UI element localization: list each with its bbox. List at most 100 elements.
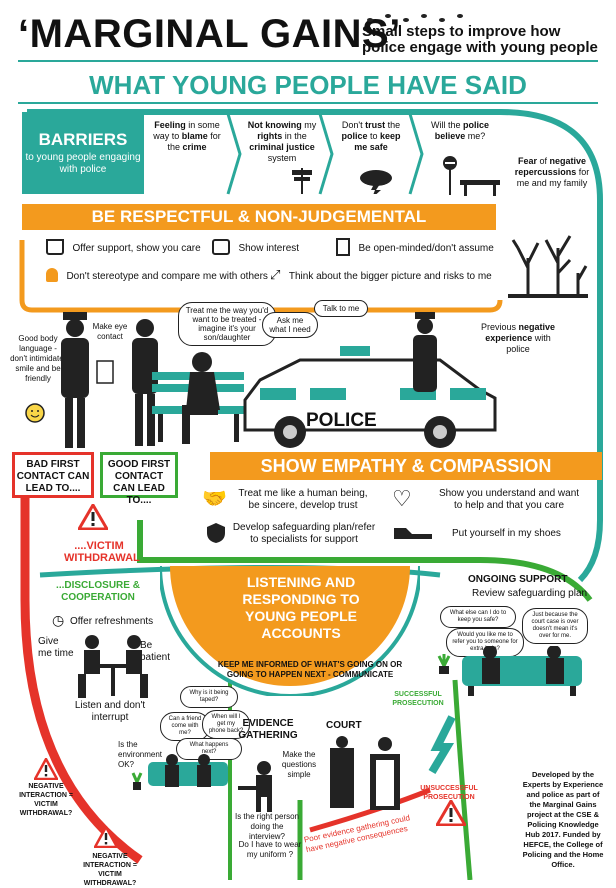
body-language-text: Good body language - don't intimidate, s…: [10, 334, 66, 383]
respectful-item-bigpicture: ⤢ Think about the bigger picture and ris…: [270, 266, 492, 282]
sofa-scene-figure: [462, 646, 582, 696]
barrier-item-believe: Will the police believe me?: [430, 120, 490, 141]
ongoing-title: ONGOING SUPPORT: [468, 574, 568, 585]
respectful-panel: Offer support, show you care Show intere…: [40, 234, 500, 294]
storm-cloud-icon: [360, 170, 392, 194]
respectful-item-interest: Show interest: [212, 238, 299, 256]
expand-icon: ⤢: [270, 266, 281, 282]
barrier-item-blame: Feeling in some way to blame for the cri…: [153, 120, 221, 152]
right-person-text: Is the right person doing the interview?: [234, 812, 300, 841]
heart-icon: ♡: [392, 486, 412, 511]
good-contact-box: GOOD FIRST CONTACT CAN LEAD TO....: [100, 452, 178, 506]
negative-interaction-1: NEGATIVE INTERACTION = VICTIM WITHDRAWAL…: [19, 783, 73, 817]
unsuccessful-prosecution: UNSUCCESSFUL PROSECUTION: [420, 785, 478, 801]
listen-text: Listen and don't interrupt: [74, 700, 146, 723]
police-officer-right-figure: [413, 312, 437, 392]
dead-trees-icon: [508, 235, 588, 298]
warning-icon: [78, 504, 108, 530]
evidence-bubble-phone: When will I get my phone back?: [202, 710, 250, 739]
young-person-figure: [132, 319, 158, 446]
bubble-ask: Ask me what I need: [262, 312, 318, 338]
ongoing-subtitle: Review safeguarding plan: [472, 588, 588, 599]
bubble-talk: Talk to me: [314, 300, 368, 317]
table-scene-figure: [78, 635, 148, 698]
person-icon: [46, 267, 58, 282]
uniform-text: Do I have to wear my uniform ?: [238, 840, 302, 859]
bubble-treat: Treat me the way you'd want to be treate…: [178, 302, 276, 346]
warning-icon-neg1: [34, 758, 58, 780]
give-me-time-text: Give me time: [38, 636, 74, 659]
be-patient-text: Be patient: [140, 640, 171, 663]
speech-icon: [212, 238, 230, 255]
barriers-title: BARRIERS: [38, 130, 128, 149]
negative-interaction-2: NEGATIVE INTERACTION = VICTIM WITHDRAWAL…: [83, 853, 137, 887]
respectful-item-stereotype: Don't stereotype and compare me with oth…: [46, 266, 268, 284]
page-title: ‘MARGINAL GAINS’: [18, 12, 401, 56]
disclosure-label: ...DISCLOSURE & COOPERATION: [56, 580, 140, 603]
respectful-item-openminded: Be open-minded/don't assume: [336, 238, 494, 256]
main-heading: WHAT YOUNG PEOPLE HAVE SAID: [89, 70, 527, 100]
door-icon: [336, 238, 350, 256]
victim-withdrawal-label: ....VICTIM WITHDRAWAL: [64, 540, 140, 564]
credits-text: Developed by the Experts by Experience a…: [522, 770, 604, 869]
interviewer-figure: [238, 761, 272, 812]
empathy-panel: 🤝 Treat me like a human being, be sincer…: [196, 484, 596, 554]
plant-icon: [437, 654, 451, 674]
court-title: COURT: [326, 720, 362, 731]
respectful-item-support: Offer support, show you care: [46, 238, 201, 256]
bad-contact-box: BAD FIRST CONTACT CAN LEAD TO....: [12, 452, 94, 498]
questions-text: Make the questions simple: [281, 750, 317, 779]
evidence-title: EVIDENCE GATHERING: [238, 718, 298, 741]
interview-sofa-figure: [148, 754, 228, 787]
shoes-icon: [392, 524, 434, 540]
empathy-banner: SHOW EMPATHY & COMPASSION: [210, 452, 602, 480]
footprints-icon: [367, 14, 463, 22]
header-rule: [18, 60, 598, 62]
signpost-icon: [292, 168, 312, 194]
listening-title: LISTENING AND RESPONDING TO YOUNG PEOPLE…: [242, 574, 360, 641]
barrier-item-rights: Not knowing my rights in the criminal ju…: [247, 120, 317, 163]
outcome-arrows: [428, 715, 456, 775]
handshake-icon: 🤝: [202, 488, 227, 510]
listening-semicircle: [160, 566, 420, 696]
ongoing-bubble-3: Just because the court case is over does…: [522, 608, 588, 644]
police-car-icon: [243, 346, 497, 448]
barrier-icon: [460, 180, 500, 196]
barrier-chevrons: [226, 113, 424, 195]
warning-icon-neg2: [94, 826, 118, 848]
shield-icon: [206, 522, 226, 544]
fear-text: Fear of negative repercussions for me an…: [514, 156, 590, 188]
police-officer-figure: [61, 312, 89, 448]
clock-icon: ◷: [52, 612, 65, 628]
empathy-item-understand: Show you understand and want to help and…: [438, 488, 580, 511]
empathy-item-shoes: Put yourself in my shoes: [452, 528, 561, 539]
evidence-bubble-taped: Why is it being taped?: [180, 686, 238, 708]
warning-icon-court: [436, 800, 466, 826]
environment-text: Is the environment OK?: [118, 740, 163, 769]
ongoing-bubble-1: What else can I do to keep you safe?: [440, 606, 516, 628]
empathy-title: SHOW EMPATHY & COMPASSION: [260, 456, 552, 476]
successful-prosecution: SUCCESSFUL PROSECUTION: [392, 691, 444, 707]
no-entry-icon: [443, 156, 457, 195]
paper-icon: [96, 360, 114, 384]
sitting-person-figure: [182, 352, 220, 444]
mug-icon: [46, 238, 64, 255]
barriers-box: BARRIERS to young people engaging with p…: [22, 112, 144, 194]
eye-contact-text: Make eye contact: [92, 322, 128, 341]
evidence-bubble-friend: Can a friend come with me?: [160, 712, 210, 741]
respectful-title: BE RESPECTFUL & NON-JUDGEMENTAL: [91, 207, 427, 226]
page-subtitle: Small steps to improve how police engage…: [362, 23, 598, 56]
empathy-item-safeguarding: Develop safeguarding plan/refer to speci…: [232, 522, 376, 545]
empathy-item-human: Treat me like a human being, be sincere,…: [238, 488, 368, 511]
court-scene-figure: [330, 736, 400, 810]
barrier-item-trust: Don't trust the police to keep me safe: [341, 120, 401, 152]
offer-refreshments-text: Offer refreshments: [70, 616, 154, 627]
previous-experience-text: Previous negative experience with police: [480, 322, 556, 354]
police-car-label: POLICE: [306, 410, 377, 431]
respectful-banner: BE RESPECTFUL & NON-JUDGEMENTAL: [22, 204, 496, 230]
listening-arc-text: KEEP ME INFORMED OF WHAT'S GOING ON OR G…: [217, 660, 403, 679]
plant-icon-2: [131, 772, 143, 790]
smiley-icon: [25, 403, 45, 423]
heading-rule: [18, 102, 598, 104]
barriers-subtitle: to young people engaging with police: [25, 152, 141, 175]
